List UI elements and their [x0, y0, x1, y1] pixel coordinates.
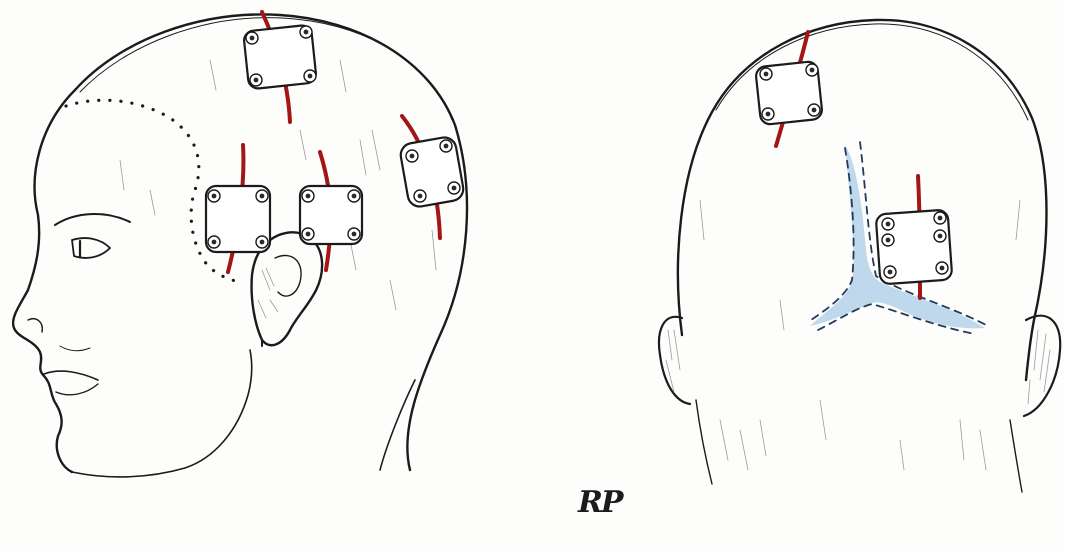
- lateral-ear-shading: [258, 268, 278, 318]
- lateral-lower-lip: [56, 384, 98, 395]
- artist-signature: RP: [577, 485, 625, 520]
- plate-vertex-posterior: [755, 61, 823, 125]
- lateral-eye: [72, 238, 110, 258]
- posterior-head-outline: [678, 20, 1047, 380]
- plate-vertex-lateral: [243, 25, 317, 90]
- plate-occipital-lateral: [399, 136, 465, 209]
- posterior-head-view: [659, 20, 1060, 492]
- plate-temporal-front: [206, 186, 270, 252]
- posterior-neck-right: [1010, 420, 1022, 492]
- lateral-eyebrow: [55, 214, 130, 225]
- lateral-jaw-line: [72, 350, 252, 477]
- plate-occipital-midline: [876, 210, 953, 285]
- posterior-ear-left: [659, 317, 690, 404]
- lateral-upper-lip: [44, 371, 98, 380]
- lateral-skull-shading: [120, 60, 436, 310]
- lateral-nostril: [28, 319, 42, 332]
- lateral-cheek-line: [60, 346, 90, 351]
- plate-temporal-rear: [300, 186, 362, 244]
- lateral-head-view: [13, 12, 467, 477]
- lateral-ear-inner: [275, 255, 301, 296]
- posterior-neck-left: [696, 400, 712, 484]
